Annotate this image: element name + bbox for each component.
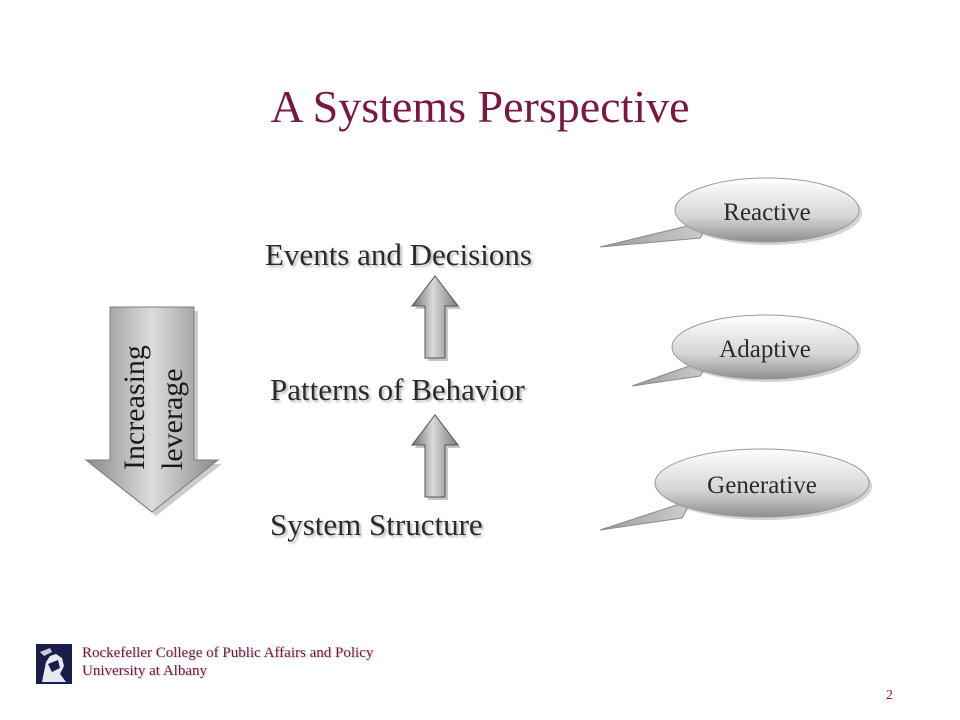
leverage-arrow: Increasing leverage <box>84 306 222 516</box>
leverage-label-line2: leverage <box>156 368 189 470</box>
adaptive-label: Adaptive <box>719 336 811 363</box>
footer-line-university: University at Albany <box>82 663 207 679</box>
reactive-label: Reactive <box>723 199 810 226</box>
page-number: 2 <box>886 688 893 703</box>
footer-line-college: Rockefeller College of Public Affairs an… <box>82 645 374 661</box>
generative-bubble: Generative <box>599 448 872 531</box>
college-logo-icon <box>36 644 72 684</box>
reactive-bubble: Reactive <box>599 177 862 248</box>
leverage-label-line1: Increasing <box>118 345 151 470</box>
footer: Rockefeller College of Public Affairs an… <box>36 644 373 684</box>
up-arrow-patterns-to-events <box>410 275 461 361</box>
slide-title: A Systems Perspective <box>270 81 690 132</box>
adaptive-bubble: Adaptive <box>631 314 861 387</box>
generative-label: Generative <box>707 472 817 499</box>
level-events-and-decisions: Events and Decisions <box>265 237 532 272</box>
level-patterns-of-behavior: Patterns of Behavior <box>270 372 525 407</box>
up-arrow-structure-to-patterns <box>410 414 461 500</box>
level-system-structure: System Structure <box>270 507 483 542</box>
